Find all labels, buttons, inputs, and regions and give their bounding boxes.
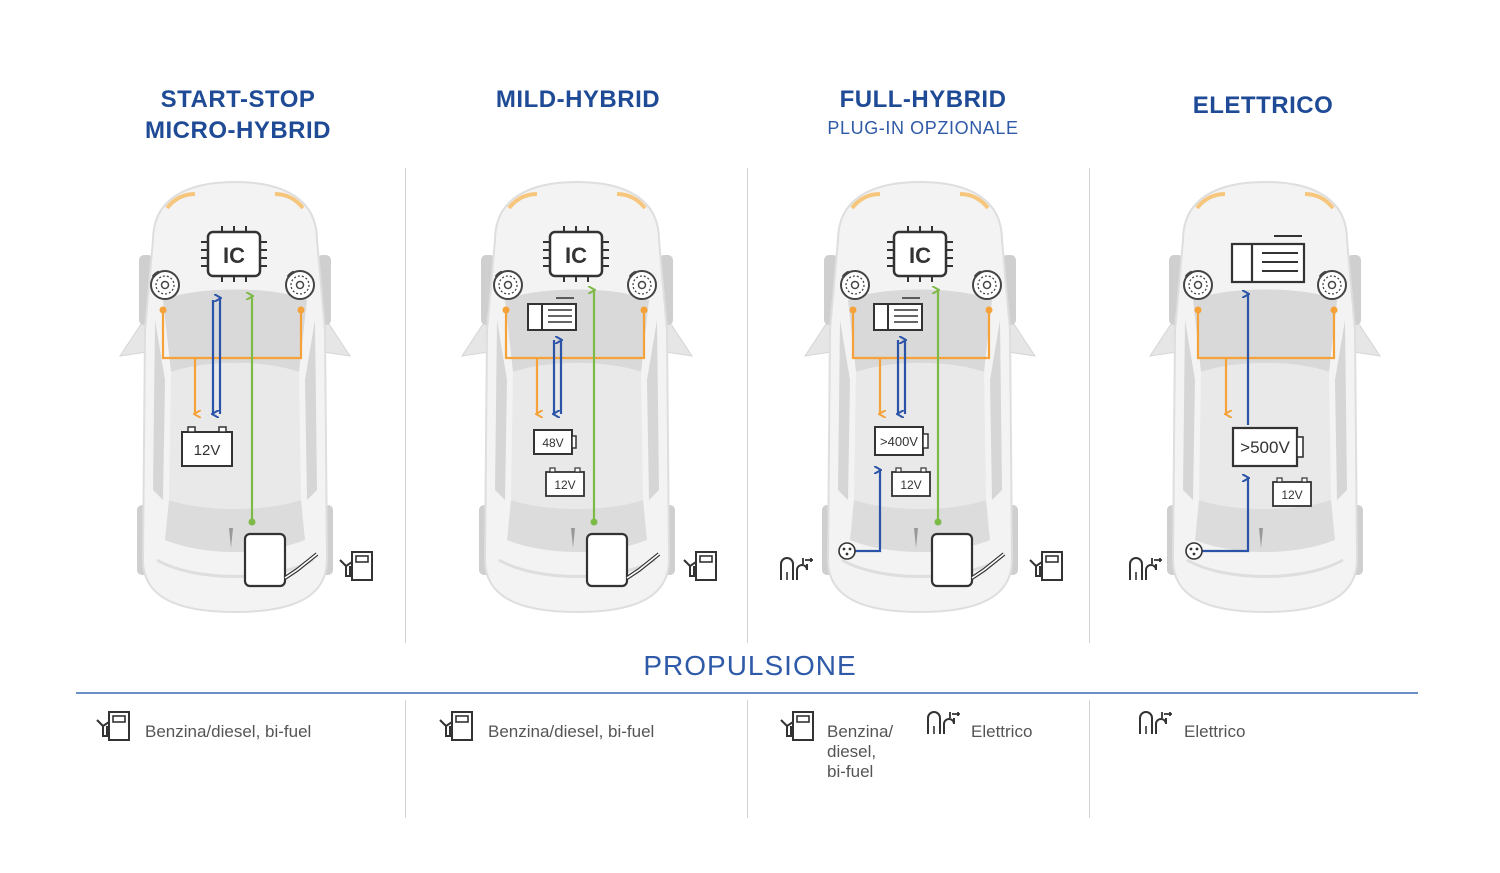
fuel-label-c1: Benzina/diesel, bi-fuel	[145, 722, 312, 741]
battery-label: 12V	[194, 442, 221, 459]
fuel-icon-c1	[96, 711, 130, 741]
column-title-full-hybrid: FULL-HYBRID PLUG-IN OPZIONALE	[752, 84, 1094, 141]
battery-aux-label: 12V	[554, 478, 575, 492]
title-subtitle: PLUG-IN OPZIONALE	[827, 118, 1019, 138]
title-line1: ELETTRICO	[1192, 92, 1334, 119]
separator-4	[405, 700, 406, 818]
car-full-hybrid: IC >400V 12V	[780, 180, 1063, 614]
propulsion-title: PROPULSIONE	[643, 650, 857, 681]
fuel-label-c3-line1: Benzina/	[827, 722, 894, 741]
title-line2: MICRO-HYBRID	[145, 117, 331, 144]
fuel-label-c2: Benzina/diesel, bi-fuel	[488, 722, 655, 741]
battery-aux-label: 12V	[900, 478, 921, 492]
engine-label: IC	[909, 243, 931, 268]
fuel-label-c3-line2: diesel,	[827, 742, 877, 761]
title-line1: START-STOP	[160, 86, 316, 113]
electric-label-c4: Elettrico	[1184, 722, 1246, 741]
engine-label: IC	[565, 243, 587, 268]
column-title-start-stop: START-STOP MICRO-HYBRID	[67, 84, 409, 146]
column-title-elettrico: ELETTRICO	[1092, 90, 1434, 121]
separator-5	[747, 700, 748, 818]
title-line1: MILD-HYBRID	[495, 86, 661, 113]
fuel-icon-c3	[780, 711, 814, 741]
separator-6	[1089, 700, 1090, 818]
battery-label: >400V	[880, 434, 918, 449]
car-start-stop: IC 12V	[118, 180, 373, 614]
column-title-mild-hybrid: MILD-HYBRID	[407, 84, 749, 115]
separator-2	[747, 168, 748, 643]
electric-label-c3: Elettrico	[971, 722, 1033, 741]
fuel-label-c3: Benzina/ diesel, bi-fuel	[827, 722, 893, 782]
separator-3	[1089, 168, 1090, 643]
title-line1: FULL-HYBRID	[839, 86, 1007, 113]
battery-label: 48V	[542, 436, 563, 450]
propulsion-divider	[76, 692, 1418, 694]
plug-icon-c3	[927, 711, 961, 735]
car-elettrico: >500V 12V	[1129, 180, 1382, 614]
engine-label: IC	[223, 243, 245, 268]
fuel-label-c3-line3: bi-fuel	[827, 762, 874, 781]
battery-aux-label: 12V	[1281, 488, 1302, 502]
battery-label: >500V	[1240, 438, 1290, 457]
plug-icon-c4	[1139, 711, 1173, 735]
car-mild-hybrid: IC 48V 12V	[460, 180, 717, 614]
fuel-icon-c2	[439, 711, 473, 741]
separator-1	[405, 168, 406, 643]
